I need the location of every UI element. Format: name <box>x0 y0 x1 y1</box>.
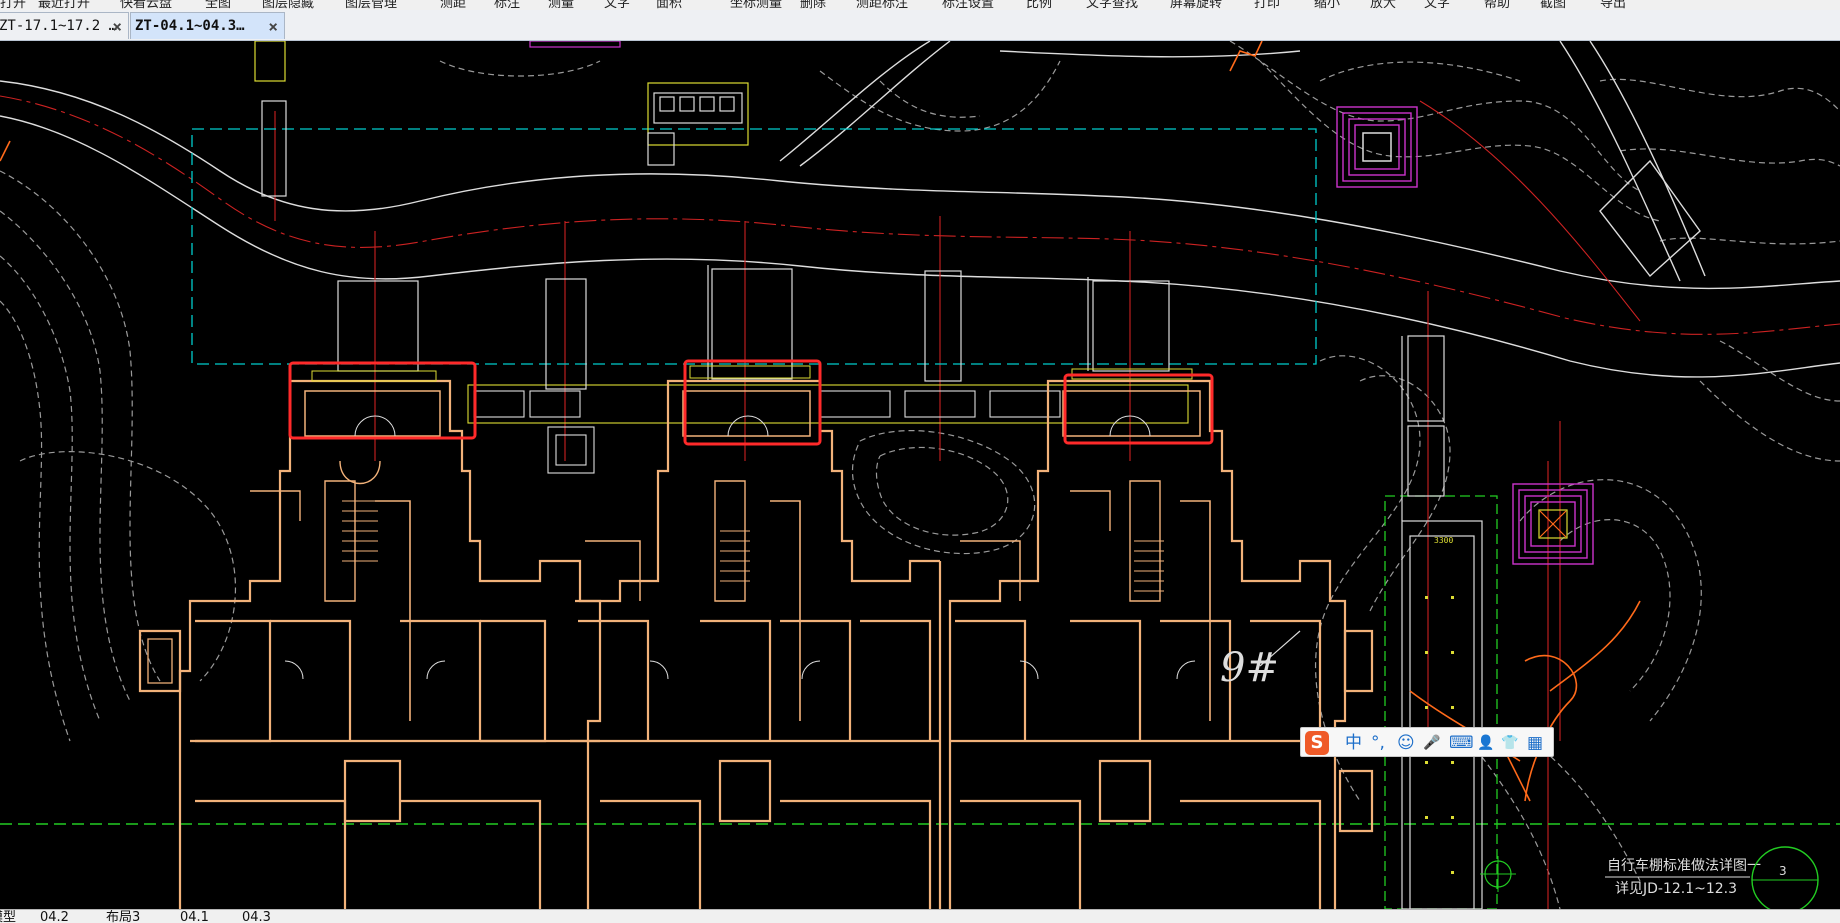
section-symbol <box>1751 846 1819 909</box>
drawing-canvas[interactable]: 3300 <box>0 41 1840 909</box>
layout-tab-04-2[interactable]: 04.2 <box>40 910 69 923</box>
menu-item-distance-dimension[interactable]: 测距标注 <box>856 0 909 11</box>
menu-item-delete[interactable]: 删除 <box>800 0 827 11</box>
menu-item-open[interactable]: 打开 <box>0 0 27 11</box>
detail-note-line1: 自行车棚标准做法详图一 <box>1607 857 1761 874</box>
smiley-icon[interactable]: ☺ <box>1397 733 1415 753</box>
layout-tab-bar: 模型 04.2 布局3 04.1 04.3 <box>0 909 1840 923</box>
menu-item-screenshot[interactable]: 截图 <box>1540 0 1567 11</box>
building-walls <box>138 379 1374 909</box>
menu-item-layer-hide[interactable]: 图层隐藏 <box>262 0 315 11</box>
columns <box>1336 106 1594 565</box>
microphone-icon[interactable]: 🎤 <box>1423 735 1441 751</box>
ime-punctuation-toggle[interactable]: °, <box>1371 733 1385 753</box>
highlight-box-right <box>1063 373 1214 445</box>
detail-note-line2: 详见JD-12.1~12.3 <box>1615 881 1737 897</box>
gate-structure <box>254 41 749 197</box>
menu-item-text[interactable]: 文字 <box>604 0 631 11</box>
ime-toolbar: S 中 °, ☺ 🎤 ⌨ 👤 👕 ▦ <box>1300 727 1554 757</box>
menu-item-text-2[interactable]: 文字 <box>1424 0 1451 11</box>
layout-tab-model[interactable]: 模型 <box>0 910 17 923</box>
tab-label: ZT-04.1~04.3… <box>135 18 245 34</box>
highlight-box-middle <box>683 359 822 446</box>
menu-item-scale[interactable]: 比例 <box>1026 0 1053 11</box>
menu-item-area[interactable]: 面积 <box>656 0 683 11</box>
menu-item-measure-distance[interactable]: 测距 <box>440 0 467 11</box>
bike-shed <box>1401 335 1483 909</box>
column-core <box>1362 132 1392 162</box>
stair-treads <box>342 500 1164 592</box>
tab-drawing-17[interactable]: ZT-17.1~17.2 … × <box>0 12 129 39</box>
entrance-canopies <box>337 265 1170 390</box>
layout-tab-04-1[interactable]: 04.1 <box>180 910 209 923</box>
menu-item-zoom-in[interactable]: 放大 <box>1370 0 1397 11</box>
document-tab-bar: ZT-17.1~17.2 … × ZT-04.1~04.3… × <box>0 10 1840 41</box>
ime-language-toggle[interactable]: 中 <box>1345 733 1362 753</box>
highlight-boxes <box>288 359 1214 446</box>
section-mark: 3 <box>1779 864 1787 878</box>
ime-logo-icon[interactable]: S <box>1305 731 1329 755</box>
terrain-contours <box>0 41 1840 909</box>
menu-item-fullview[interactable]: 全图 <box>205 0 232 11</box>
layout-tab-04-3[interactable]: 04.3 <box>242 910 271 923</box>
bike-shed-outline <box>1384 495 1498 909</box>
tab-label: ZT-17.1~17.2 … <box>0 18 118 34</box>
menu-item-find-text[interactable]: 文字查找 <box>1086 0 1139 11</box>
bike-shed-dots <box>1425 596 1454 874</box>
keyboard-icon[interactable]: ⌨ <box>1449 733 1474 753</box>
door-swings <box>284 415 1196 680</box>
highlight-box-left <box>288 361 477 440</box>
menu-item-export[interactable]: 导出 <box>1600 0 1627 11</box>
menu-item-measure[interactable]: 测量 <box>548 0 575 11</box>
leader-line <box>1259 630 1301 667</box>
layout-tab-layout3[interactable]: 布局3 <box>106 910 141 923</box>
skin-icon[interactable]: 👕 <box>1501 735 1519 751</box>
axis-lines <box>0 95 1840 909</box>
menu-item-dimension-settings[interactable]: 标注设置 <box>942 0 995 11</box>
menu-item-zoom-out[interactable]: 缩小 <box>1314 0 1341 11</box>
close-icon[interactable]: × <box>268 17 278 36</box>
toolbox-icon[interactable]: ▦ <box>1527 733 1544 753</box>
balcony-strip <box>467 384 1189 474</box>
menu-item-layer-manage[interactable]: 图层管理 <box>345 0 398 11</box>
menu-item-cloud[interactable]: 快看云盘 <box>120 0 173 11</box>
menu-item-rotate[interactable]: 屏幕旋转 <box>1170 0 1223 11</box>
menu-item-dimension[interactable]: 标注 <box>494 0 521 11</box>
menu-item-help[interactable]: 帮助 <box>1484 0 1511 11</box>
site-boundary <box>191 128 1317 365</box>
user-icon[interactable]: 👤 <box>1477 735 1495 751</box>
column-core <box>1538 509 1568 539</box>
menu-item-print[interactable]: 打印 <box>1254 0 1281 11</box>
close-icon[interactable]: × <box>112 17 122 36</box>
menu-item-coordinate[interactable]: 坐标测量 <box>730 0 783 11</box>
road-edges <box>0 41 1840 378</box>
menu-item-recent[interactable]: 最近打开 <box>38 0 91 11</box>
dimension-text: 3300 <box>1434 536 1453 545</box>
tab-drawing-04[interactable]: ZT-04.1~04.3… × <box>130 12 285 39</box>
building-number: 9# <box>1220 645 1279 691</box>
